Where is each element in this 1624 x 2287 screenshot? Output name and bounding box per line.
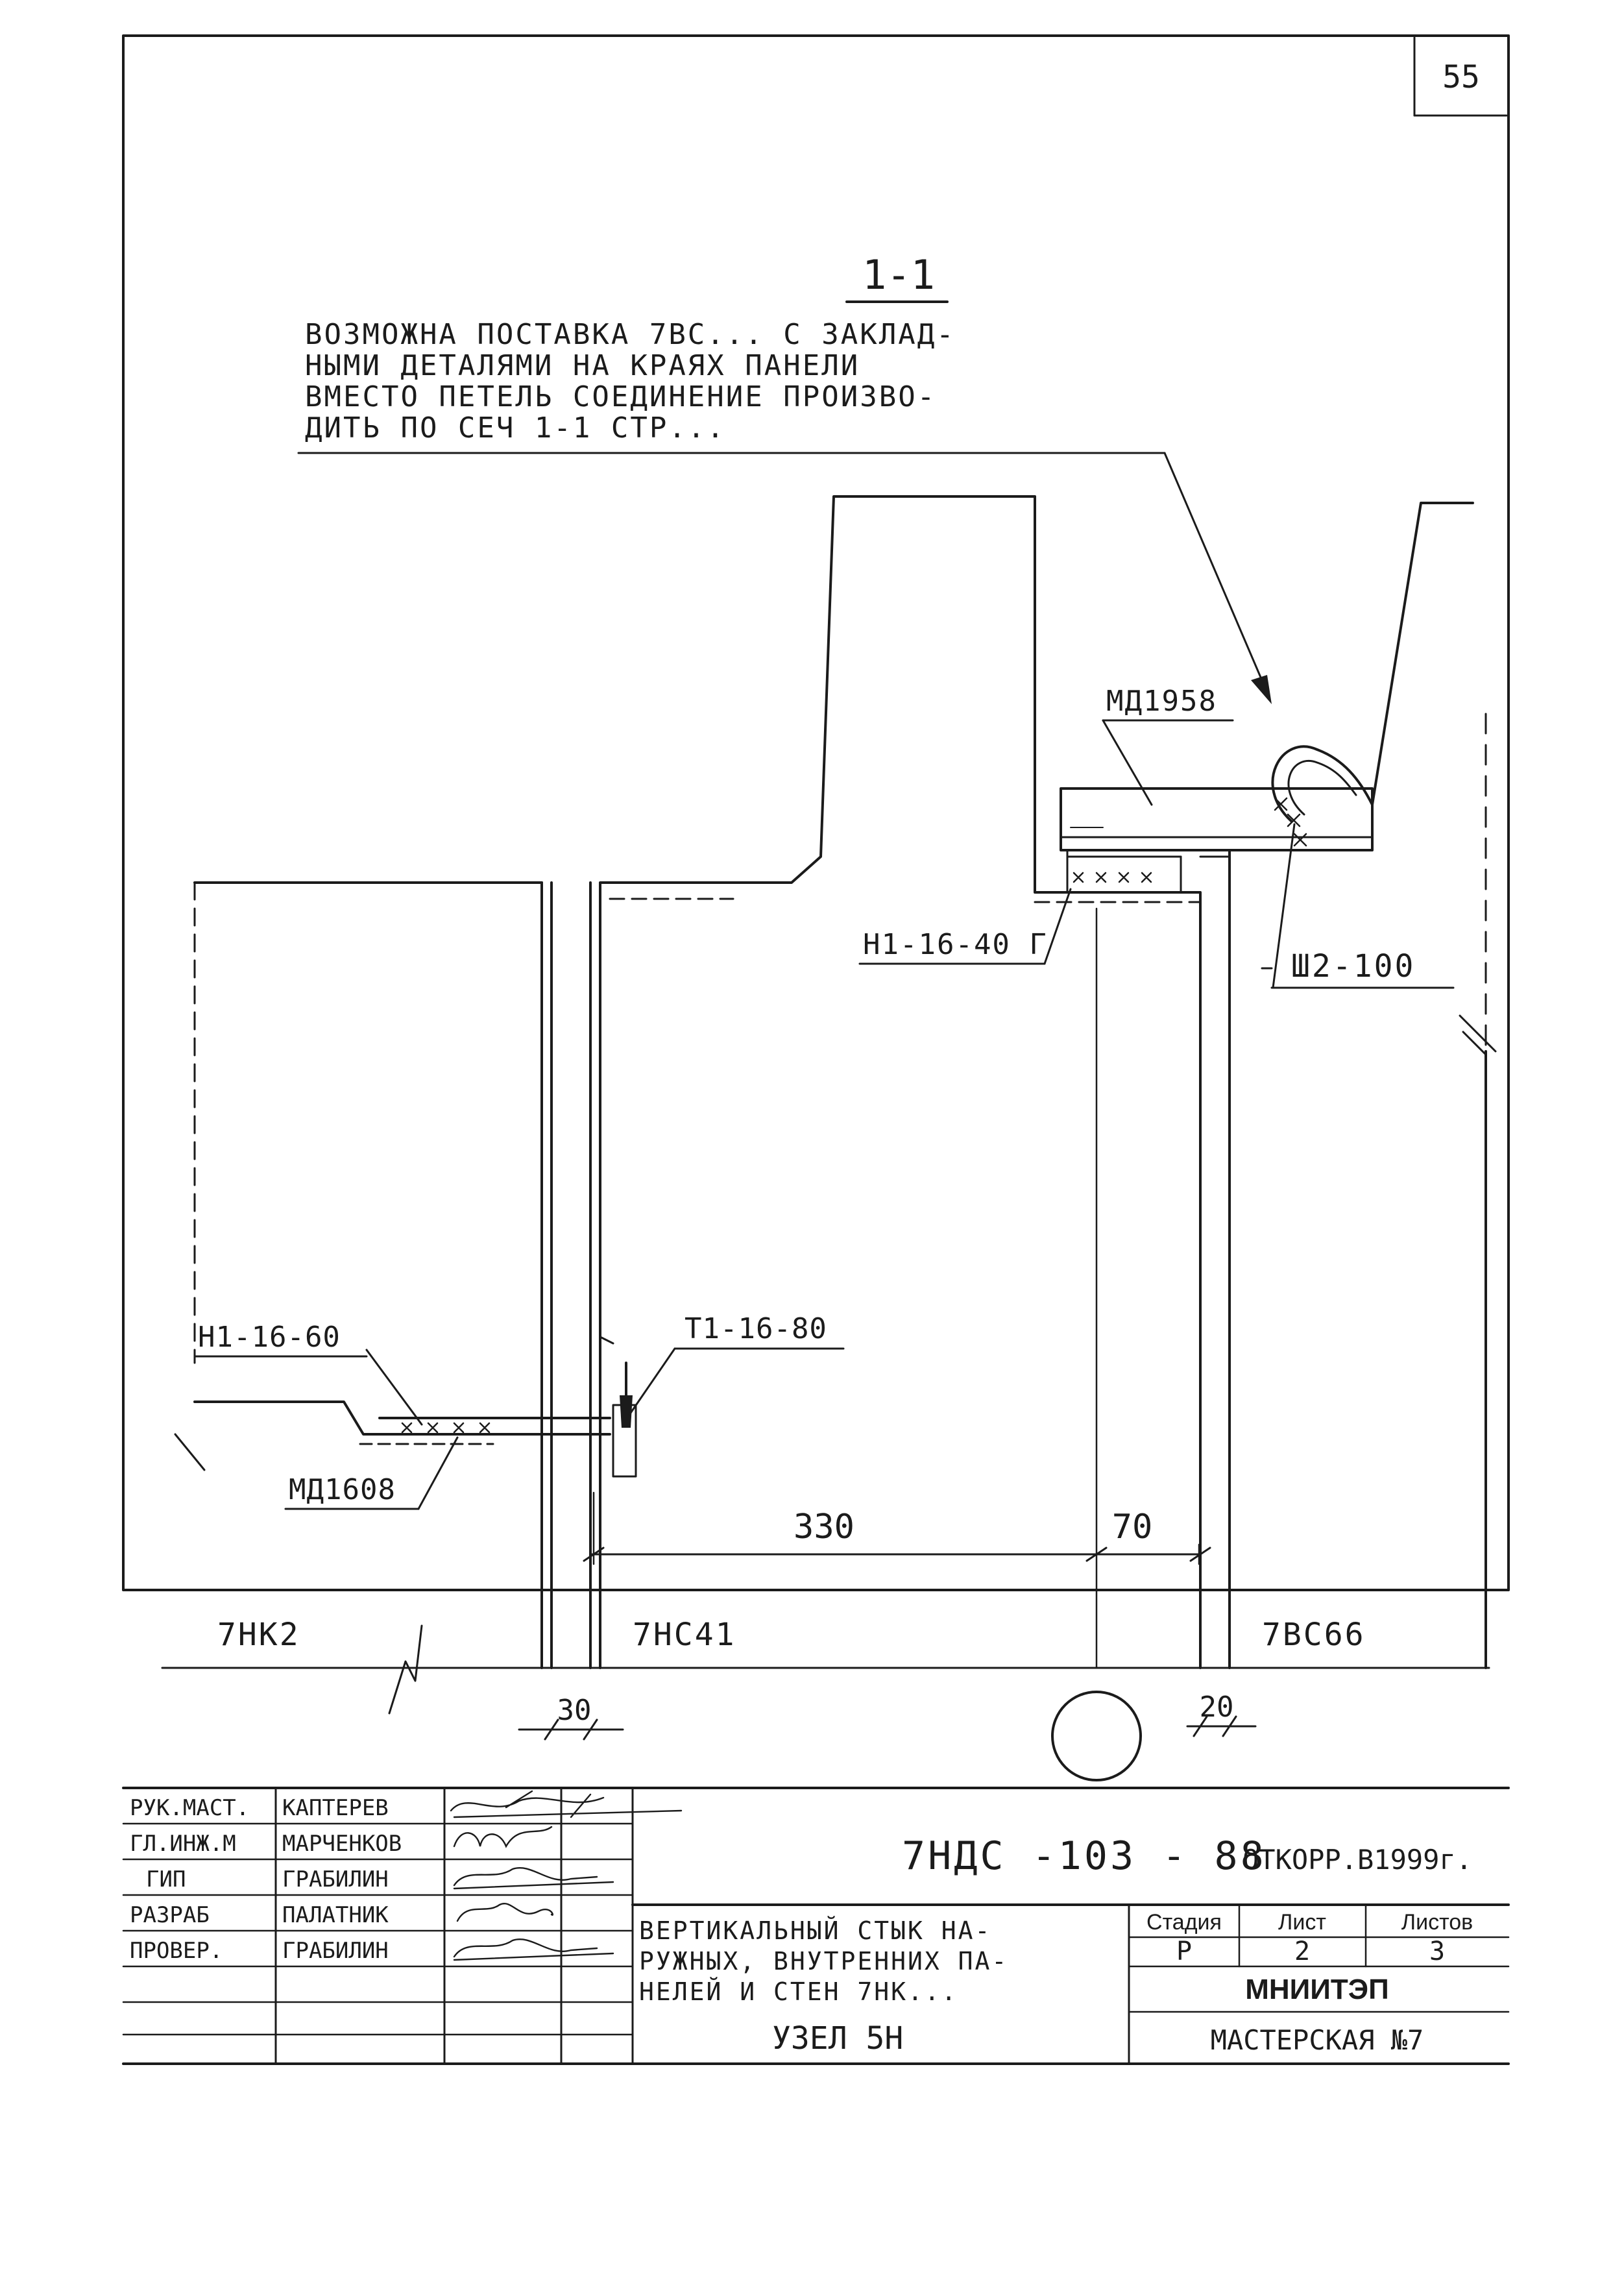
note-arrowhead <box>1251 675 1272 704</box>
section-title: 1-1 <box>862 251 935 299</box>
description-line-2: РУЖНЫХ, ВНУТРЕННИХ ПА- <box>639 1947 1008 1975</box>
panel-mark-right: 7ВС66 <box>1262 1617 1366 1653</box>
leader-md1958 <box>1102 719 1153 806</box>
break-mark <box>388 1624 423 1715</box>
anchor-loop <box>1271 745 1374 822</box>
description-line-1: ВЕРТИКАЛЬНЫЙ СТЫК НА- <box>639 1916 991 1945</box>
panel-7nc41-outline <box>599 495 1202 1669</box>
anchor-loop-inner <box>1287 760 1357 816</box>
role-2: ГЛ.ИНЖ.М <box>130 1831 236 1857</box>
name-3: ГРАБИЛИН <box>282 1866 389 1892</box>
leader-sh2-100 <box>1272 823 1296 989</box>
label-n1-16-40: Н1-16-40 Г <box>863 928 1048 961</box>
dim-70: 70 <box>1112 1508 1153 1547</box>
description-line-3: НЕЛЕЙ И СТЕН 7НК... <box>639 1977 958 2006</box>
note-leader <box>297 452 1272 704</box>
panel-mark-middle: 7НС41 <box>633 1617 736 1653</box>
role-1: РУК.МАСТ. <box>130 1795 249 1821</box>
correction-note: ОТКОРР.В1999г. <box>1242 1844 1472 1876</box>
panel-mark-left: 7НК2 <box>217 1617 300 1653</box>
name-5: ГРАБИЛИН <box>282 1938 389 1964</box>
name-1: КАПТЕРЕВ <box>282 1795 389 1821</box>
embedded-plate-md1958 <box>1060 787 1374 894</box>
sheet-value: 2 <box>1294 1937 1310 1966</box>
leader-n1-16-40 <box>1043 888 1072 965</box>
role-3: ГИП <box>146 1866 186 1892</box>
connection-left <box>193 1336 637 1478</box>
page-number: 55 <box>1442 59 1480 95</box>
role-4: РАЗРАБ <box>130 1902 210 1928</box>
sheets-value: 3 <box>1429 1937 1445 1966</box>
stage-value: Р <box>1176 1937 1192 1966</box>
sheets-label: Листов <box>1401 1910 1473 1935</box>
sheet-frame <box>122 34 1510 1591</box>
dimension-line-330-70 <box>583 907 1211 1669</box>
role-5: ПРОВЕР. <box>130 1938 223 1964</box>
sheet-label: Лист <box>1278 1910 1326 1935</box>
label-md1608: МД1608 <box>289 1473 396 1506</box>
organization-name: МНИИТЭП <box>1245 1974 1388 2005</box>
note-line-3: ВМЕСТО ПЕТЕЛЬ СОЕДИНЕНИЕ ПРОИЗВО- <box>305 380 936 413</box>
workshop-name: МАСТЕРСКАЯ №7 <box>1211 2024 1424 2056</box>
leader-n1-16-60 <box>365 1349 423 1426</box>
dimension-30 <box>518 1718 624 1741</box>
dim-20: 20 <box>1200 1691 1234 1724</box>
panel-7nk2-outline <box>174 881 543 1669</box>
weld-marks-plate <box>1073 872 1152 883</box>
stage-label: Стадия <box>1146 1910 1222 1935</box>
general-note: ВОЗМОЖНА ПОСТАВКА 7ВС... С ЗАКЛАД- НЫМИ … <box>305 318 956 445</box>
leader-t1-16-80 <box>628 1347 676 1416</box>
dimension-20 <box>1186 1715 1257 1737</box>
axis-bubble <box>1051 1691 1142 1781</box>
note-line-2: НЫМИ ДЕТАЛЯМИ НА КРАЯХ ПАНЕЛИ <box>305 349 860 382</box>
panel-7vc66-outline <box>1228 502 1497 1669</box>
page-number-box: 55 <box>1413 36 1508 117</box>
label-md1958: МД1958 <box>1106 685 1217 718</box>
label-n1-16-60: Н1-16-60 <box>198 1321 341 1354</box>
dim-30: 30 <box>557 1694 592 1727</box>
name-2: МАРЧЕНКОВ <box>282 1831 402 1857</box>
leader-md1608 <box>417 1436 459 1510</box>
label-sh2-100: Ш2-100 <box>1291 948 1415 985</box>
signatures <box>450 1790 683 1961</box>
name-4: ПАЛАТНИК <box>282 1902 389 1928</box>
label-t1-16-80: Т1-16-80 <box>685 1312 827 1345</box>
node-label: УЗЕЛ 5Н <box>772 2020 903 2057</box>
note-line-1: ВОЗМОЖНА ПОСТАВКА 7ВС... С ЗАКЛАД- <box>305 318 956 351</box>
title-block-grid <box>122 1787 1510 2065</box>
weld-marks-loop <box>1274 797 1307 847</box>
doc-code: 7НДС -103 - 88 <box>902 1833 1266 1879</box>
note-line-4: ДИТЬ ПО СЕЧ 1-1 СТР... <box>305 411 726 445</box>
dim-330: 330 <box>794 1508 854 1547</box>
